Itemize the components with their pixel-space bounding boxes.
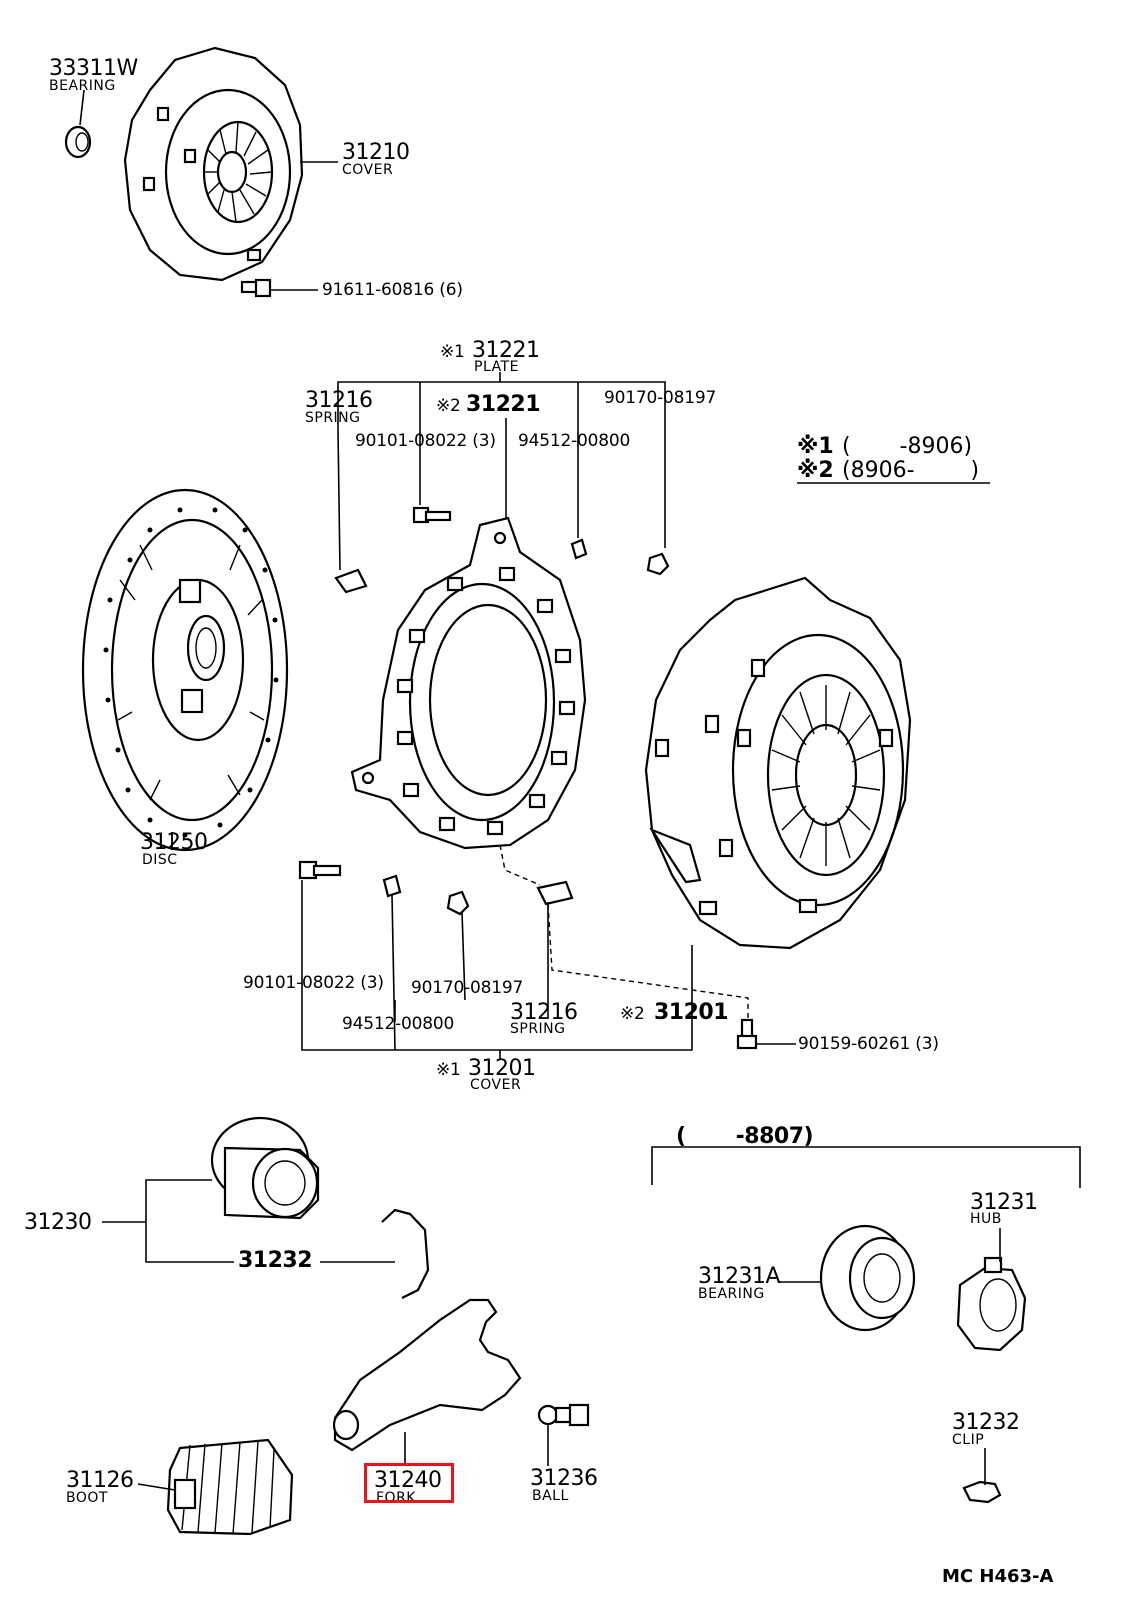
part-number-90170-08197-top: 90170-08197 xyxy=(604,388,717,408)
part-name-hub: HUB xyxy=(970,1211,1002,1227)
part-number-31231a: 31231A xyxy=(698,1264,781,1289)
legend-range-1: ( -8906) xyxy=(842,434,973,459)
ball-31236-drawing xyxy=(537,1403,590,1427)
group-range-8807: ( -8807) xyxy=(676,1124,814,1149)
part-name-ball: BALL xyxy=(532,1488,569,1504)
part-number-31231: 31231 xyxy=(970,1190,1038,1215)
part-number-31201-2: 31201 xyxy=(654,1000,729,1025)
part-number-31232-left: 31232 xyxy=(238,1248,313,1273)
part-name-plate: PLATE xyxy=(474,359,519,375)
disc-31250-drawing xyxy=(81,488,289,852)
part-number-90159-60261: 90159-60261 (3) xyxy=(798,1034,939,1054)
part-number-90101-08022-top: 90101-08022 (3) xyxy=(355,431,496,451)
bearing-31231a-drawing xyxy=(819,1224,916,1332)
pressure-plate-31221-drawing xyxy=(350,516,587,850)
part-number-94512-00800-bottom: 94512-00800 xyxy=(342,1014,455,1034)
mark-2-31201: ※2 xyxy=(620,1004,645,1024)
mark-1-31221: ※1 xyxy=(440,342,465,362)
part-number-31240: 31240 xyxy=(374,1468,442,1493)
release-bearing-31230-drawing xyxy=(210,1116,320,1220)
part-number-31126: 31126 xyxy=(66,1468,134,1493)
part-number-31250: 31250 xyxy=(140,830,208,855)
part-name-spring-top: SPRING xyxy=(305,410,361,426)
clip-31232-left-drawing xyxy=(381,1208,430,1299)
figure-code: MC H463-A xyxy=(942,1566,1054,1587)
highlight-box-31240 xyxy=(364,1463,454,1503)
cover-31210-drawing xyxy=(123,46,304,282)
part-number-90170-08197-bottom: 90170-08197 xyxy=(411,978,524,998)
part-name-bearing: BEARING xyxy=(49,78,116,94)
legend-range-2: (8906- ) xyxy=(842,458,980,483)
part-name-spring-bottom: SPRING xyxy=(510,1021,566,1037)
bolt-90101-bottom-drawing xyxy=(298,860,342,880)
part-number-90101-08022-bottom: 90101-08022 (3) xyxy=(243,973,384,993)
bolt-91611-drawing xyxy=(240,278,272,298)
legend-mark-1: ※1 xyxy=(797,434,834,459)
part-94512-top-drawing xyxy=(570,538,588,560)
mark-2-31221: ※2 xyxy=(436,396,461,416)
spring-31216-bottom-drawing xyxy=(536,880,574,906)
part-name-clip: CLIP xyxy=(952,1432,985,1448)
part-name-bearing-31231a: BEARING xyxy=(698,1286,765,1302)
boot-31126-drawing xyxy=(166,1438,294,1536)
part-number-31210: 31210 xyxy=(342,140,410,165)
legend-mark-2: ※2 xyxy=(797,458,834,483)
spring-31216-top-drawing xyxy=(334,568,368,594)
part-number-31230: 31230 xyxy=(24,1210,92,1235)
part-name-disc: DISC xyxy=(142,852,178,868)
part-number-31216-top: 31216 xyxy=(305,388,373,413)
part-name-cover-31201: COVER xyxy=(470,1077,522,1093)
part-number-33311w: 33311W xyxy=(49,56,138,81)
bolt-90159-drawing xyxy=(736,1018,758,1050)
release-fork-31240-drawing xyxy=(332,1298,522,1452)
part-number-31236: 31236 xyxy=(530,1466,598,1491)
part-name-cover-31210: COVER xyxy=(342,162,394,178)
part-name-boot: BOOT xyxy=(66,1490,108,1506)
clip-31232-right-drawing xyxy=(962,1480,1002,1504)
part-94512-bottom-drawing xyxy=(382,874,402,898)
part-90170-top-drawing xyxy=(646,552,670,576)
part-number-31221-1: 31221 xyxy=(472,338,540,363)
bolt-90101-top-drawing xyxy=(412,506,452,524)
leader-lines xyxy=(79,89,1081,1491)
part-number-91611-60816: 91611-60816 (6) xyxy=(322,280,463,300)
hub-31231-drawing xyxy=(956,1256,1027,1352)
part-90170-bottom-drawing xyxy=(446,890,470,916)
part-number-31201-1: 31201 xyxy=(468,1056,536,1081)
pilot-bearing-drawing xyxy=(64,125,92,159)
part-number-31216-bottom: 31216 xyxy=(510,1000,578,1025)
mark-1-31201: ※1 xyxy=(436,1060,461,1080)
part-number-31221-2: 31221 xyxy=(466,392,541,417)
part-number-94512-00800-top: 94512-00800 xyxy=(518,431,631,451)
cover-31201-drawing xyxy=(644,576,912,950)
part-number-31232-right: 31232 xyxy=(952,1410,1020,1435)
